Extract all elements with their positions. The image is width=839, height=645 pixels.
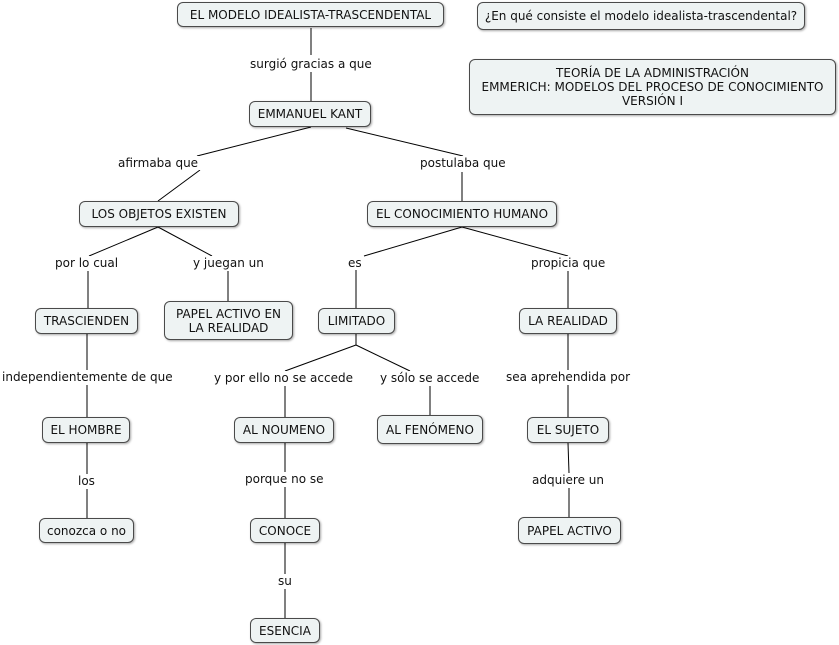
connector-line	[157, 169, 201, 202]
connector-line	[157, 226, 213, 257]
link-propicia: propicia que	[529, 256, 608, 270]
node-esencia[interactable]: ESENCIA	[250, 618, 320, 643]
link-su: su	[276, 574, 294, 588]
link-aprehendida: sea aprehendida por	[504, 370, 633, 384]
link-porque: porque no se	[243, 472, 326, 486]
link-surgio: surgió gracias a que	[248, 57, 374, 71]
link-es: es	[346, 256, 364, 270]
node-al-noumeno[interactable]: AL NOUMENO	[234, 417, 334, 443]
node-papel-activo[interactable]: PAPEL ACTIVO	[518, 517, 621, 544]
node-conocimiento-humano[interactable]: EL CONOCIMIENTO HUMANO	[367, 201, 557, 227]
link-no-se-accede: y por ello no se accede	[212, 371, 355, 385]
connector-line	[461, 226, 569, 257]
link-solo-se-accede: y sólo se accede	[378, 371, 482, 385]
connector-line	[196, 126, 312, 157]
connector-line	[567, 442, 570, 474]
link-postulaba: postulaba que	[418, 156, 508, 170]
connector-line	[355, 344, 411, 372]
node-conoce[interactable]: CONOCE	[250, 518, 320, 543]
link-los: los	[76, 474, 97, 488]
node-la-realidad[interactable]: LA REALIDAD	[519, 308, 617, 334]
link-por-lo-cual: por lo cual	[53, 256, 121, 270]
link-independientemente: independientemente de que	[0, 370, 175, 384]
node-modelo-idealista[interactable]: EL MODELO IDEALISTA-TRASCENDENTAL	[177, 2, 444, 27]
node-conozca-o-no[interactable]: conozca o no	[39, 518, 134, 543]
connector-line	[284, 344, 357, 372]
link-afirmaba: afirmaba que	[116, 156, 201, 170]
node-teoria-info[interactable]: TEORÍA DE LA ADMINISTRACIÓN EMMERICH: MO…	[469, 59, 836, 115]
connector-line	[363, 226, 463, 257]
node-al-fenomeno[interactable]: AL FENÓMENO	[377, 415, 483, 444]
link-adquiere: adquiere un	[530, 473, 606, 487]
node-emmanuel-kant[interactable]: EMMANUEL KANT	[249, 101, 371, 127]
node-pregunta[interactable]: ¿En qué consiste el modelo idealista-tra…	[477, 2, 805, 30]
node-el-hombre[interactable]: EL HOMBRE	[42, 417, 130, 443]
node-papel-activo-realidad[interactable]: PAPEL ACTIVO EN LA REALIDAD	[164, 301, 293, 340]
link-juegan: y juegan un	[191, 256, 266, 270]
connector-line	[345, 127, 464, 157]
node-limitado[interactable]: LIMITADO	[318, 308, 395, 334]
node-trascienden[interactable]: TRASCIENDEN	[35, 308, 138, 334]
node-objetos-existen[interactable]: LOS OBJETOS EXISTEN	[79, 201, 239, 227]
connector-line	[88, 226, 159, 257]
node-el-sujeto[interactable]: EL SUJETO	[527, 417, 609, 443]
